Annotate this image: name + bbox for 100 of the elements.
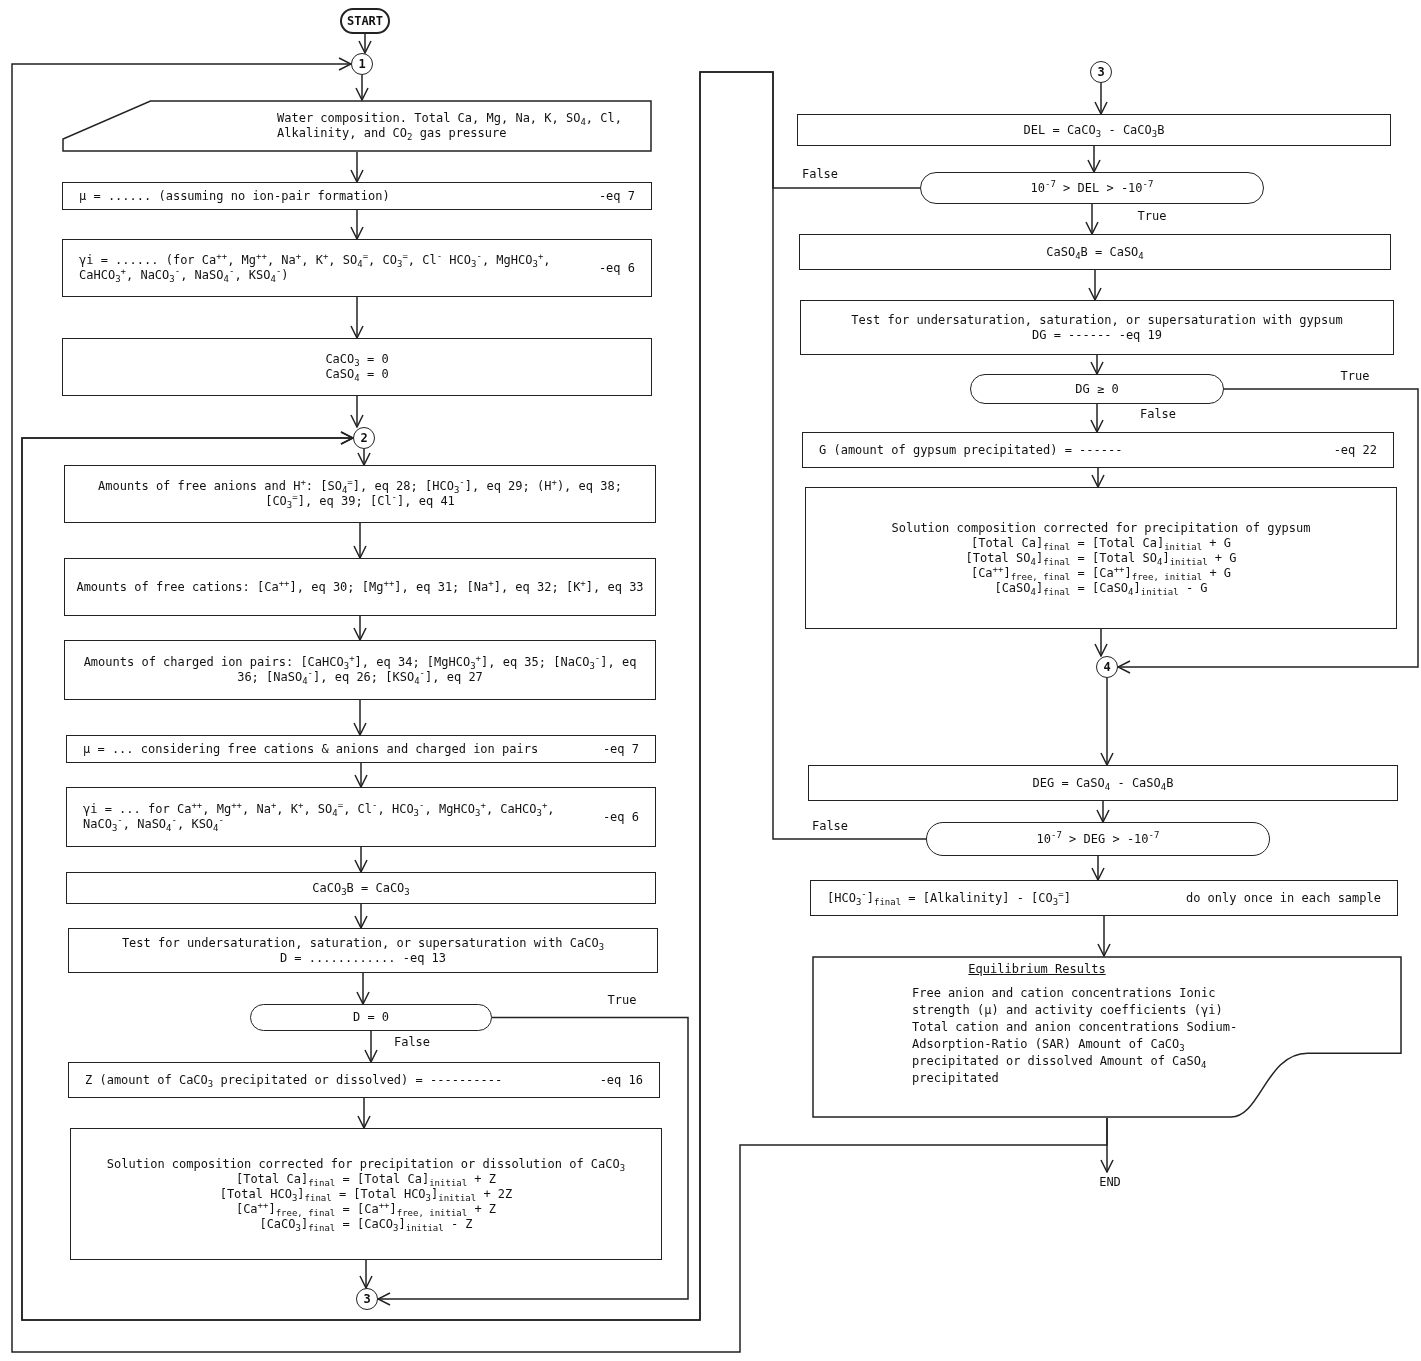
arrow [359,1259,373,1289]
step-text: Amounts of free cations: [Ca$^{++}$], eq 30; [Mg$^{++}$], eq 31; [Na$^{+}$], eq 32; [K$^{+}$], eq 33 [76,579,644,595]
process-box [64,640,656,700]
step-text: DG = ------ -eq 19 [1031,327,1162,343]
heading-text: Equilibrium Results [968,962,1106,977]
arrow [354,846,368,873]
arrow [354,903,368,929]
step-text: [HCO$_{3}$$^{-}$]$_{final}$ = [Alkalinity] - [CO$_{3}$$^{=}$] [827,890,1072,906]
process-box [802,432,1394,468]
connector-circle [353,427,375,449]
process-box [62,239,652,297]
arrow [353,522,367,559]
arrow [1117,388,1419,674]
arrow [1090,403,1104,433]
connector-number: 4 [1103,659,1111,675]
input-box [62,100,652,152]
decision-box [926,822,1270,856]
step-text: [Total SO$_{4}$]$_{final}$ = [Total SO$_{4}$]$_{initial}$ + G [965,550,1237,566]
note-text: -eq 16 [599,1072,643,1088]
decision-text: 10$^{-7}$ > DEG > -10$^{-7}$ [1036,831,1160,847]
connector-circle [351,53,373,75]
arrow [377,1016,689,1306]
decision-box [920,172,1264,204]
connector-number: 3 [363,1291,371,1307]
connector-circle [1096,656,1118,678]
note-text: -eq 7 [602,741,639,757]
process-box [62,338,652,396]
connector-number: 3 [1097,64,1105,80]
terminal-box [340,8,390,34]
decision-text: D = 0 [352,1010,390,1025]
arrow [1100,677,1114,766]
step-text: Test for undersaturation, saturation, or supersaturation with CaCO$_{3}$ [121,935,605,951]
arrow [1094,628,1108,657]
step-text: Water composition. Total Ca, Mg, Na, K, SO$_{4}$, Cl, Alkalinity, and CO$_{2}$ gas pressure [277,111,623,141]
step-text: [CaSO$_{4}$]$_{final}$ = [CaSO$_{4}$]$_{initial}$ - G [994,580,1208,596]
process-box [805,487,1397,629]
step-text: CaSO$_{4}$B = CaSO$_{4}$ [1046,244,1144,260]
process-box [62,182,652,210]
process-box [68,1062,660,1098]
process-box [70,1128,662,1260]
connector-number: 2 [360,430,368,446]
step-text: DEG = CaSO$_{4}$ - CaSO$_{4}$B [1032,775,1174,791]
arrow [1085,203,1099,235]
arrow [1097,915,1111,957]
arrow [11,57,1108,1353]
arrow [354,762,368,788]
decision-text: 10$^{-7}$ > DEL > -10$^{-7}$ [1030,180,1154,196]
connector-circle [1090,61,1112,83]
arrow [353,615,367,641]
step-text: CaCO$_{3}$ = 0 [325,352,389,367]
arrow [356,972,370,1005]
step-text: Amounts of free anions and H$^{+}$: [SO$_{4}$$^{=}$], eq 28; [HCO$_{3}$$^{-}$], eq 29; (H$^{+}$), eq 38; [CO$_{3}$$^{=}$], eq 39; [Cl$^{-}$], eq 41 [97,479,623,509]
arrow [1088,269,1102,301]
step-text: [Total HCO$_{3}$]$_{final}$ = [Total HCO$_{3}$]$_{initial}$ + 2Z [219,1186,513,1202]
process-box [64,465,656,523]
step-text: Amounts of charged ion pairs: [CaHCO$_{3}$$^{+}$], eq 34; [MgHCO$_{3}$$^{+}$], eq 35; [NaCO$_{3}$$^{-}$], eq 36; [NaSO$_{4}$$^{-}$], eq 26; [KSO$_{4}$$^{-}$], eq 27 [82,655,638,685]
note-text: -eq 22 [1333,442,1377,458]
arrow [1091,855,1105,881]
decision-text: DG ≥ 0 [1075,381,1119,397]
decision-box [250,1004,492,1031]
decision-box [970,374,1224,404]
arrow [1094,82,1108,115]
step-text: [Ca$^{++}$]$_{free, final}$ = [Ca$^{++}$]$_{free, initial}$ + Z [235,1201,497,1217]
connector-circle [356,1288,378,1310]
process-box [66,735,656,763]
note-text: do only once in each sample [1185,890,1381,906]
arrow [350,296,364,339]
arrow [353,699,367,736]
arrow [1091,467,1105,488]
arrow [1096,800,1110,823]
step-text: μ = ...... (assuming no ion-pair formation) [79,188,391,204]
arrow [355,74,369,101]
step-text: [Ca$^{++}$]$_{free, final}$ = [Ca$^{++}$]$_{free, initial}$ + G [970,565,1232,581]
document-box [812,956,1402,1118]
step-text: DEL = CaCO$_{3}$ - CaCO$_{3}$B [1023,122,1165,138]
step-text: CaCO$_{3}$B = CaCO$_{3}$ [312,880,410,896]
process-box [66,787,656,847]
arrow [1087,145,1101,173]
note-text: -eq 7 [598,188,635,204]
step-text: CaSO$_{4}$ = 0 [325,367,389,382]
step-text: [Total Ca]$_{final}$ = [Total Ca]$_{initial}$ + G [970,535,1232,551]
process-box [68,928,658,973]
arrow [364,1030,378,1063]
process-box [64,558,656,616]
terminal-label: END [1090,1172,1130,1192]
step-text: [CaCO$_{3}$]$_{final}$ = [CaCO$_{3}$]$_{initial}$ - Z [259,1216,473,1232]
arrow [357,448,371,466]
arrow [358,33,372,54]
step-text: Test for undersaturation, saturation, or supersaturation with gypsum [851,312,1343,328]
step-text: [Total Ca]$_{final}$ = [Total Ca]$_{initial}$ + Z [235,1171,497,1187]
arrow [1090,354,1104,375]
result-item: Free anion and cation concentrations Ionic strength (μ) and activity coefficients (γi) Total cation and anion concentrations Sodium-Adsorption-Ratio (SAR) Amount of CaCO$_{3}$ precipitated or dissolved Amount of CaSO$_{4}$ precipitated [912,985,1239,1087]
step-text: Solution composition corrected for precipitation or dissolution of CaCO$_{3}$ [106,1156,626,1172]
note-text: -eq 6 [598,260,635,276]
process-box [66,872,656,904]
arrow [350,151,364,183]
step-text: Z (amount of CaCO$_{3}$ precipitated or dissolved) = ---------- [85,1072,504,1088]
step-text: μ = ... considering free cations & anions and charged ion pairs [83,741,540,757]
arrow [357,1097,371,1129]
connector-number: 1 [358,56,366,72]
